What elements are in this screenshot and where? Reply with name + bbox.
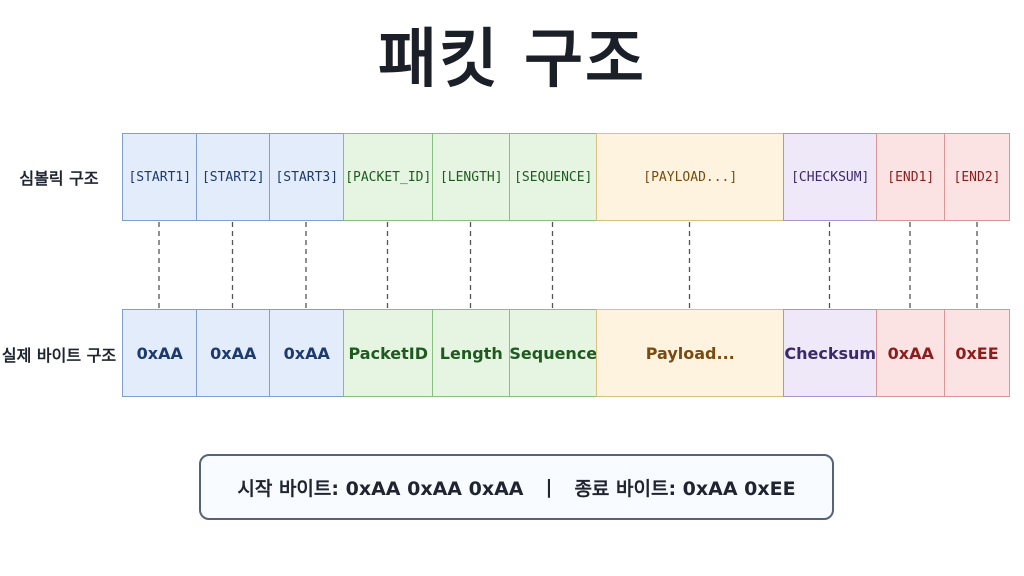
symbolic-field-start3: [START3] <box>269 133 345 221</box>
actual-field-sequence: Sequence <box>509 309 598 397</box>
symbolic-field-start2: [START2] <box>196 133 271 221</box>
symbolic-field-packet-id: [PACKET_ID] <box>343 133 434 221</box>
actual-row-label: 실제 바이트 구조 <box>1 346 117 365</box>
end-bytes-text: 종료 바이트: 0xAA 0xEE <box>574 477 796 500</box>
actual-field-payload: Payload... <box>596 309 785 397</box>
page-title: 패킷 구조 <box>378 23 646 97</box>
symbolic-field-payload: [PAYLOAD...] <box>596 133 785 221</box>
symbolic-structure-row: [START1][START2][START3][PACKET_ID][LENG… <box>0 133 1024 221</box>
symbolic-field-sequence: [SEQUENCE] <box>509 133 598 221</box>
legend-separator: | <box>545 476 553 498</box>
actual-field-start1: 0xAA <box>122 309 198 397</box>
start-bytes-text: 시작 바이트: 0xAA 0xAA 0xAA <box>237 477 524 500</box>
actual-field-start3: 0xAA <box>269 309 345 397</box>
actual-field-end1: 0xAA <box>876 309 946 397</box>
symbolic-field-length: [LENGTH] <box>432 133 511 221</box>
symbolic-row-label: 심볼릭 구조 <box>19 169 99 188</box>
actual-field-end2: 0xEE <box>944 309 1010 397</box>
symbolic-field-start1: [START1] <box>122 133 198 221</box>
symbolic-field-end2: [END2] <box>944 133 1010 221</box>
byte-legend: 시작 바이트: 0xAA 0xAA 0xAA | 종료 바이트: 0xAA 0x… <box>199 454 834 520</box>
symbolic-field-checksum: [CHECKSUM] <box>783 133 878 221</box>
actual-field-packet-id: PacketID <box>343 309 434 397</box>
actual-field-length: Length <box>432 309 511 397</box>
actual-field-start2: 0xAA <box>196 309 271 397</box>
symbolic-field-end1: [END1] <box>876 133 946 221</box>
actual-field-checksum: Checksum <box>783 309 878 397</box>
